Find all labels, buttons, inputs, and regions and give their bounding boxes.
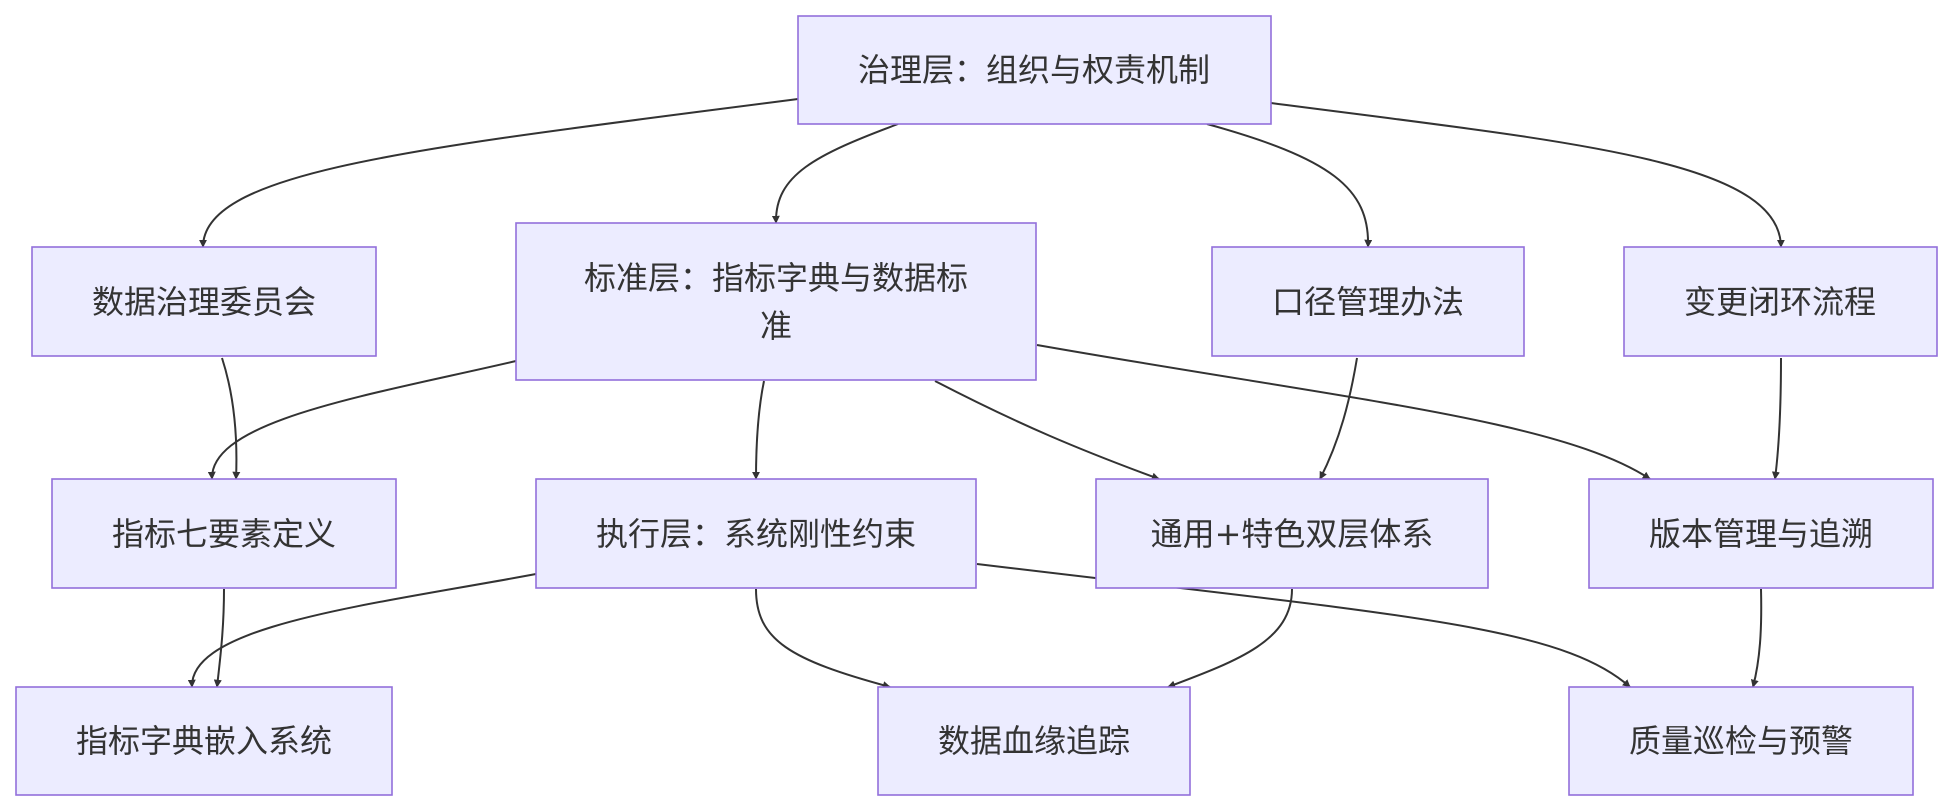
- edge-governance-to-committee: [199, 98, 799, 248]
- node-change: 变更闭环流程: [1623, 246, 1938, 357]
- edge-standard-to-seven: [207, 360, 517, 480]
- node-standard-label-line2: 准: [760, 307, 792, 345]
- edge-standard-to-version: [1036, 344, 1651, 480]
- node-version: 版本管理与追溯: [1588, 478, 1934, 589]
- node-embed-label: 指标字典嵌入系统: [76, 722, 332, 760]
- node-standard: 标准层：指标字典与数据标 准: [515, 222, 1037, 381]
- node-seven: 指标七要素定义: [51, 478, 397, 589]
- node-twolayer-label: 通用+特色双层体系: [1151, 515, 1434, 553]
- edge-standard-to-twolayer: [934, 380, 1160, 481]
- node-change-label: 变更闭环流程: [1684, 283, 1876, 321]
- node-seven-label: 指标七要素定义: [112, 515, 336, 553]
- node-lineage: 数据血缘追踪: [877, 686, 1191, 796]
- node-quality-label: 质量巡检与预警: [1629, 722, 1853, 760]
- node-twolayer: 通用+特色双层体系: [1095, 478, 1489, 589]
- edge-governance-to-standard: [771, 123, 899, 224]
- edge-governance-to-caliber: [1206, 123, 1373, 248]
- edge-committee-to-seven: [221, 357, 241, 480]
- edges: [187, 98, 1785, 689]
- edge-version-to-quality: [1750, 588, 1763, 688]
- edge-caliber-to-twolayer: [1319, 357, 1358, 480]
- edge-governance-to-change: [1270, 102, 1785, 248]
- edge-execution-to-embed: [187, 573, 537, 688]
- node-caliber-label: 口径管理办法: [1272, 283, 1464, 321]
- node-governance-label: 治理层：组织与权责机制: [858, 51, 1210, 89]
- node-committee-label: 数据治理委员会: [92, 283, 316, 321]
- node-standard-label-line1: 标准层：指标字典与数据标: [584, 259, 968, 297]
- node-governance: 治理层：组织与权责机制: [797, 15, 1272, 125]
- node-committee: 数据治理委员会: [31, 246, 377, 357]
- node-execution-label: 执行层：系统刚性约束: [596, 515, 916, 553]
- edge-execution-to-lineage: [755, 588, 891, 689]
- node-quality: 质量巡检与预警: [1568, 686, 1914, 796]
- node-lineage-label: 数据血缘追踪: [938, 722, 1130, 760]
- node-execution: 执行层：系统刚性约束: [535, 478, 977, 589]
- node-embed: 指标字典嵌入系统: [15, 686, 393, 796]
- node-version-label: 版本管理与追溯: [1649, 515, 1873, 553]
- node-caliber: 口径管理办法: [1211, 246, 1525, 357]
- edge-standard-to-execution: [752, 380, 765, 480]
- edge-change-to-version: [1771, 357, 1782, 480]
- edge-seven-to-embed: [213, 588, 225, 688]
- edge-twolayer-to-lineage: [1167, 588, 1293, 689]
